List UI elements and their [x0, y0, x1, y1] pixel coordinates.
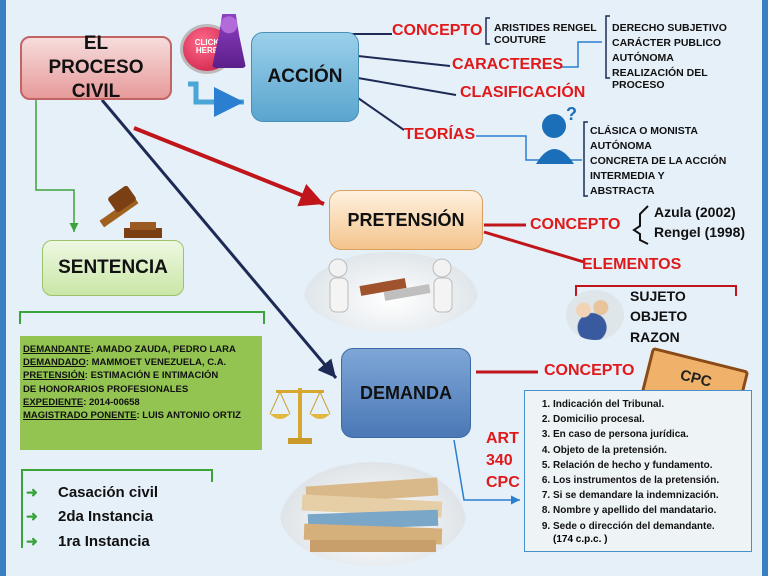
requisito-item: Indicación del Tribunal. — [553, 397, 747, 412]
requisito-item: En caso de persona jurídica. — [553, 427, 747, 442]
elementos-item-razon: RAZON — [630, 329, 680, 345]
case-line: DEMANDADO: MAMMOET VENEZUELA, C.A. — [23, 356, 259, 369]
caracteres-item-3: AUTÓNOMA — [612, 52, 674, 64]
teorias-item-1: CLÁSICA O MONISTA — [590, 125, 698, 137]
pretension-ref-2: Rengel (1998) — [654, 224, 746, 240]
case-line-value: : MAMMOET VENEZUELA, C.A. — [85, 357, 227, 369]
accion-concepto-label: CONCEPTO — [392, 22, 483, 39]
case-line-value: : AMADO ZAUDA, PEDRO LARA — [90, 344, 236, 355]
node-sentencia-label: SENTENCIA — [58, 257, 168, 278]
teorias-item-3: CONCRETA DE LA ACCIÓN — [590, 155, 727, 167]
instancia-arrow-2-icon: ➜ — [26, 508, 38, 524]
node-accion-label: ACCIÓN — [267, 66, 343, 87]
node-pretension[interactable]: PRETENSIÓN — [329, 190, 483, 250]
gavel-icon — [94, 185, 164, 242]
svg-text:?: ? — [566, 104, 577, 124]
node-el-proceso-civil-label: EL PROCESO CIVIL — [48, 33, 144, 102]
instancia-primera: 1ra Instancia — [58, 533, 150, 550]
requisito-item: Los instrumentos de la pretensión. — [553, 473, 747, 488]
case-line: PRETENSIÓN: ESTIMACIÓN E INTIMACIÓN — [23, 369, 259, 382]
teorias-item-5: ABSTRACTA — [590, 185, 655, 197]
demanda-art-label: ART — [486, 430, 519, 447]
teorias-item-2: AUTÓNOMA — [590, 140, 652, 152]
caracteres-item-4: REALIZACIÓN DEL PROCESO — [612, 67, 708, 91]
pretension-elementos-label: ELEMENTOS — [582, 256, 682, 273]
node-sentencia[interactable]: SENTENCIA — [42, 240, 184, 296]
requisitos-demanda-box: Indicación del Tribunal.Domicilio proces… — [524, 390, 752, 552]
caracteres-item-2: CARÁCTER PUBLICO — [612, 37, 722, 49]
case-line-label: EXPEDIENTE — [23, 396, 84, 408]
elementos-item-sujeto: SUJETO — [630, 288, 686, 304]
thinking-person-icon: ? — [530, 104, 582, 166]
requisito-item: Relación de hecho y fundamento. — [553, 458, 747, 473]
demanda-art-number: 340 — [486, 452, 513, 469]
accion-concepto-ref-1: ARISTIDES RENGEL — [494, 22, 597, 34]
case-line-value: : 2014-00658 — [83, 396, 140, 408]
case-line: MAGISTRADO PONENTE: LUIS ANTONIO ORTIZ — [23, 409, 259, 422]
case-line: DE HONORARIOS PROFESIONALES — [23, 383, 259, 396]
requisito-item: Si se demandare la indemnización. — [553, 488, 747, 503]
elementos-item-objeto: OBJETO — [630, 308, 688, 324]
accion-clasificacion-label: CLASIFICACIÓN — [460, 84, 586, 101]
pretension-concepto-label: CONCEPTO — [530, 216, 621, 233]
instancia-casacion: Casación civil — [58, 484, 159, 501]
case-line-value: DE HONORARIOS PROFESIONALES — [23, 383, 189, 395]
instancia-arrow-1-icon: ➜ — [26, 484, 38, 500]
case-line-label: MAGISTRADO PONENTE — [23, 410, 137, 422]
case-line: EXPEDIENTE: 2014-00658 — [23, 396, 259, 409]
requisitos-note: (174 c.p.c. ) — [553, 533, 608, 545]
case-line: DEMANDANTE: AMADO ZAUDA, PEDRO LARA — [23, 343, 259, 356]
accion-caracteres-label: CARACTERES — [452, 56, 564, 73]
demanda-concepto-label: CONCEPTO — [544, 362, 635, 379]
requisito-item: Domicilio procesal. — [553, 412, 747, 427]
document-stack-icon — [280, 462, 466, 566]
requisito-item: Sede o dirección del demandante. — [553, 519, 747, 534]
caracteres-item-1: DERECHO SUBJETIVO — [612, 22, 727, 34]
accion-concepto-ref-2: COUTURE — [494, 34, 546, 46]
connector-lines — [19, 15, 737, 548]
handshake-figures-icon — [304, 252, 478, 332]
accion-teorias-label: TEORÍAS — [404, 126, 476, 143]
case-line-value: : LUIS ANTONIO ORTIZ — [136, 410, 241, 422]
node-demanda[interactable]: DEMANDA — [341, 348, 471, 438]
scales-of-justice-icon — [268, 378, 332, 448]
demanda-art-code: CPC — [486, 474, 520, 491]
case-line-label: DEMANDADO — [23, 357, 86, 369]
node-pretension-label: PRETENSIÓN — [347, 209, 465, 230]
case-line-label: PRETENSIÓN — [23, 370, 85, 382]
case-line-value: : ESTIMACIÓN E INTIMACIÓN — [84, 370, 219, 382]
instancia-arrow-3-icon: ➜ — [26, 533, 38, 549]
node-el-proceso-civil[interactable]: EL PROCESO CIVIL — [20, 33, 172, 102]
requisito-item: Objeto de la pretensión. — [553, 443, 747, 458]
pretension-ref-1: Azula (2002) — [654, 204, 736, 220]
requisito-item: Nombre y apellido del mandatario. — [553, 503, 747, 518]
requisitos-list: Indicación del Tribunal.Domicilio proces… — [533, 397, 747, 534]
click-here-label: CLICK HERE — [194, 38, 220, 55]
node-demanda-label: DEMANDA — [360, 382, 452, 403]
node-accion[interactable]: ACCIÓN — [251, 32, 359, 122]
people-group-photo — [566, 290, 624, 340]
instancia-segunda: 2da Instancia — [58, 508, 154, 525]
teorias-item-4: INTERMEDIA Y — [590, 170, 665, 182]
case-line-label: DEMANDANTE — [23, 344, 91, 355]
